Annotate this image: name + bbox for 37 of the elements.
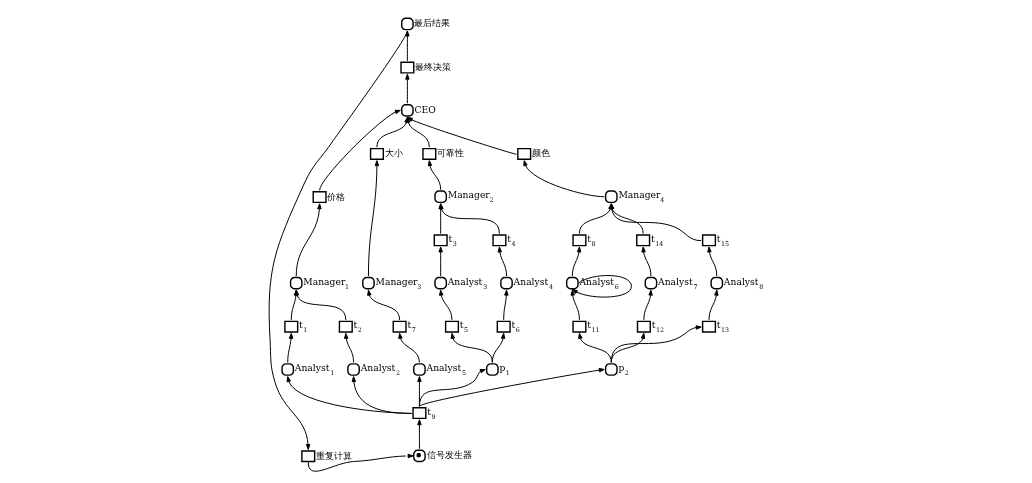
node-label: t$_{6}$ <box>511 319 520 335</box>
node-label: t$_{15}$ <box>716 232 730 248</box>
node-label: t$_{8}$ <box>587 232 596 248</box>
node-label: t$_{14}$ <box>650 232 664 248</box>
node-label: Analyst$_{1}$ <box>294 362 335 378</box>
node-label: CEO <box>414 103 436 115</box>
node-label: Analyst$_{3}$ <box>447 275 488 291</box>
node-label: t$_{9}$ <box>427 405 436 421</box>
node-label: p$_{1}$ <box>499 362 510 378</box>
node-label: t$_{12}$ <box>651 319 664 335</box>
node-label: Analyst$_{5}$ <box>426 362 466 378</box>
node-label: Manager$_{2}$ <box>447 189 494 205</box>
node-label: Manager$_{3}$ <box>375 275 422 291</box>
node-label: p$_{2}$ <box>618 362 629 378</box>
node-label: 颜色 <box>532 147 550 159</box>
node-label: 最后结果 <box>414 17 451 29</box>
node-label: 大小 <box>384 147 403 159</box>
node-label: t$_{1}$ <box>299 319 308 335</box>
node-label: t$_{11}$ <box>587 319 600 335</box>
node-label: t$_{4}$ <box>507 232 516 248</box>
node-label: 可靠性 <box>437 147 465 159</box>
node-label: 价格 <box>327 190 346 202</box>
node-label: 重复计算 <box>316 449 353 461</box>
node-label: 信号发生器 <box>426 449 472 461</box>
node-label: Analyst$_{7}$ <box>658 275 698 291</box>
node-label: t$_{13}$ <box>716 319 730 335</box>
node-label: Manager$_{1}$ <box>303 275 350 291</box>
node-label: Analyst$_{6}$ <box>579 275 619 291</box>
node-label: t$_{3}$ <box>448 232 457 248</box>
node-label: Manager$_{4}$ <box>618 189 665 205</box>
node-label: t$_{2}$ <box>353 319 362 335</box>
node-label: Analyst$_{8}$ <box>723 275 764 291</box>
node-label: 最终决策 <box>415 60 452 72</box>
node-label: t$_{7}$ <box>407 319 416 335</box>
node-label: Analyst$_{2}$ <box>360 362 401 378</box>
node-label: Analyst$_{4}$ <box>513 275 554 291</box>
node-label: t$_{5}$ <box>459 319 469 335</box>
